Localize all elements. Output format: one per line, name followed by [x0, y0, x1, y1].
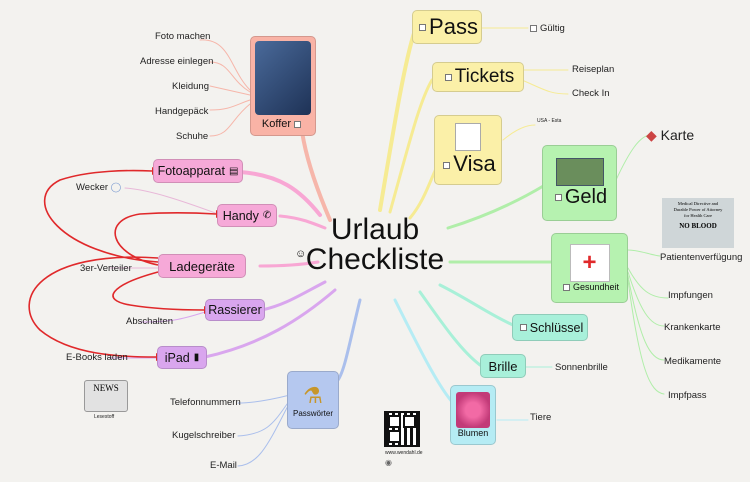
- handy-node[interactable]: Handy✆: [217, 204, 277, 227]
- clock-icon: ◯: [110, 182, 122, 193]
- koffer-label: Koffer: [261, 118, 292, 130]
- ipad-label: iPad: [164, 350, 190, 365]
- schluessel-label: Schlüssel: [529, 320, 584, 335]
- visa-child[interactable]: USA - Esta: [537, 118, 562, 124]
- passwoerter-item-1[interactable]: Telefonnummern: [170, 397, 241, 408]
- central-topic[interactable]: Urlaub Checkliste: [300, 215, 450, 275]
- handy-child[interactable]: Wecker ◯: [76, 182, 122, 193]
- phone-icon: ✆: [262, 210, 272, 221]
- gesundheit-item-5[interactable]: Impfpass: [668, 390, 707, 401]
- first-aid-icon: +: [569, 244, 610, 282]
- visa-label: Visa: [453, 151, 496, 176]
- newsstand-sign: NEWS: [93, 383, 119, 393]
- tickets-node[interactable]: Tickets: [432, 62, 524, 92]
- key-icon: ⚗: [303, 382, 323, 408]
- ipad-node[interactable]: iPad▮: [157, 346, 207, 369]
- gesundheit-item-1[interactable]: Patientenverfügung: [660, 252, 743, 263]
- doc-line-3: for Health Care: [684, 213, 712, 218]
- blumen-label: Blumen: [457, 428, 489, 438]
- ladegeraete-node[interactable]: Ladegeräte: [158, 254, 246, 278]
- flower-icon: [456, 392, 490, 428]
- brille-node[interactable]: Brille: [480, 354, 526, 378]
- gesundheit-item-4[interactable]: Medikamente: [664, 356, 722, 367]
- geld-node[interactable]: Geld: [542, 145, 617, 221]
- passwoerter-node[interactable]: ⚗ Passwörter: [287, 371, 339, 429]
- blumen-child[interactable]: Tiere: [530, 412, 552, 423]
- brille-child[interactable]: Sonnenbrille: [555, 362, 608, 373]
- tickets-item-2[interactable]: Check In: [572, 88, 610, 99]
- gesundheit-label: Gesundheit: [572, 282, 620, 292]
- central-topic-line1: Urlaub: [330, 213, 420, 246]
- gesundheit-checkbox[interactable]: [562, 284, 570, 292]
- gesundheit-item-3[interactable]: Krankenkarte: [664, 322, 721, 333]
- koffer-node[interactable]: Koffer: [250, 36, 316, 136]
- ladegeraete-child[interactable]: 3er-Verteiler: [80, 263, 132, 274]
- schluessel-checkbox[interactable]: [519, 324, 527, 331]
- passwoerter-item-3[interactable]: E-Mail: [210, 460, 237, 471]
- tickets-label: Tickets: [454, 66, 515, 87]
- rassierer-label: Rassierer: [208, 303, 262, 317]
- pass-checkbox[interactable]: [419, 23, 427, 31]
- koffer-checkbox[interactable]: [294, 120, 302, 128]
- koffer-item-1[interactable]: Foto machen: [155, 31, 211, 42]
- gesundheit-item-2[interactable]: Impfungen: [668, 290, 713, 301]
- rassierer-node[interactable]: Rassierer: [205, 299, 265, 321]
- pass-child-checkbox[interactable]: [530, 24, 537, 32]
- brille-label: Brille: [488, 358, 518, 374]
- visa-node[interactable]: Visa: [434, 115, 502, 185]
- card-icon: ◆: [646, 127, 657, 143]
- money-icon: [555, 157, 604, 186]
- geld-label: Geld: [564, 185, 608, 208]
- koffer-item-2[interactable]: Adresse einlegen: [140, 56, 214, 67]
- document-icon: [455, 123, 481, 151]
- rassierer-child[interactable]: Abschalten: [126, 316, 174, 327]
- ipad-child[interactable]: E-Books laden: [66, 352, 128, 363]
- medical-directive-icon: Medical Directive and Durable Power of A…: [662, 198, 734, 248]
- geld-child[interactable]: ◆ Karte: [646, 127, 695, 143]
- passwoerter-label: Passwörter: [292, 408, 333, 418]
- newsstand-icon: NEWS: [84, 380, 128, 412]
- newsstand-caption: Lesestoff: [94, 414, 115, 420]
- suitcase-icon: [255, 41, 311, 115]
- camera-icon: ▤: [228, 165, 239, 177]
- koffer-item-5[interactable]: Schuhe: [176, 131, 209, 142]
- central-topic-line2: Checkliste: [305, 243, 445, 276]
- smiley-icon: ☺: [295, 248, 307, 260]
- tickets-checkbox[interactable]: [444, 73, 452, 81]
- schluessel-node[interactable]: Schlüssel: [512, 314, 588, 341]
- link-icon: ◉: [385, 458, 392, 467]
- fotoapparat-label: Fotoapparat: [157, 164, 225, 178]
- ladegeraete-label: Ladegeräte: [169, 258, 235, 274]
- blumen-node[interactable]: Blumen: [450, 385, 496, 445]
- tickets-item-1[interactable]: Reiseplan: [572, 64, 615, 75]
- doc-line-1: Medical Directive and: [677, 201, 719, 206]
- visa-checkbox[interactable]: [443, 161, 451, 169]
- geld-checkbox[interactable]: [554, 193, 562, 201]
- doc-line-4: NO BLOOD: [679, 222, 717, 230]
- koffer-item-3[interactable]: Kleidung: [172, 81, 209, 92]
- qr-caption: www.wendahl.de: [385, 450, 423, 456]
- fotoapparat-node[interactable]: Fotoapparat▤: [153, 159, 243, 183]
- passwoerter-item-2[interactable]: Kugelschreiber: [172, 430, 236, 441]
- pass-node[interactable]: Pass: [412, 10, 482, 44]
- tablet-icon: ▮: [193, 352, 200, 363]
- handy-label: Handy: [222, 208, 259, 223]
- doc-line-2: Durable Power of Attorney: [673, 207, 723, 212]
- gesundheit-node[interactable]: + Gesundheit: [551, 233, 628, 303]
- pass-child[interactable]: Gültig: [527, 23, 565, 34]
- qr-code-icon: [384, 411, 420, 447]
- pass-label: Pass: [429, 14, 478, 39]
- koffer-item-4[interactable]: Handgepäck: [155, 106, 209, 117]
